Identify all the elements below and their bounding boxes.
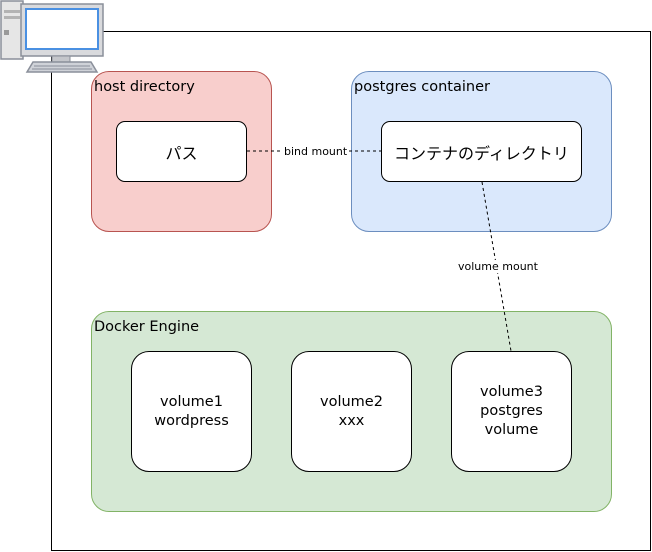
postgres-container-label: postgres container [354, 79, 490, 95]
volume3-node: volume3 postgres volume [451, 351, 572, 472]
volume2-name: volume2 [320, 393, 383, 410]
bind-mount-label: bind mount [283, 145, 349, 158]
diagram-frame [51, 31, 651, 551]
volume2-description: xxx [338, 412, 365, 429]
volume2-node: volume2 xxx [291, 351, 412, 472]
volume1-node: volume1 wordpress [131, 351, 252, 472]
volume3-name: volume3 [480, 384, 543, 400]
host-directory-label: host directory [94, 79, 195, 95]
volume1-description: wordpress [154, 412, 229, 429]
host-path-node: パス [116, 121, 247, 182]
volume3-description: postgres volume [480, 403, 543, 438]
docker-engine-label: Docker Engine [94, 319, 200, 335]
volume-mount-label: volume mount [457, 260, 539, 273]
computer-icon [0, 0, 104, 73]
volume1-name: volume1 [160, 393, 223, 410]
container-directory-node: コンテナのディレクトリ [381, 121, 582, 182]
